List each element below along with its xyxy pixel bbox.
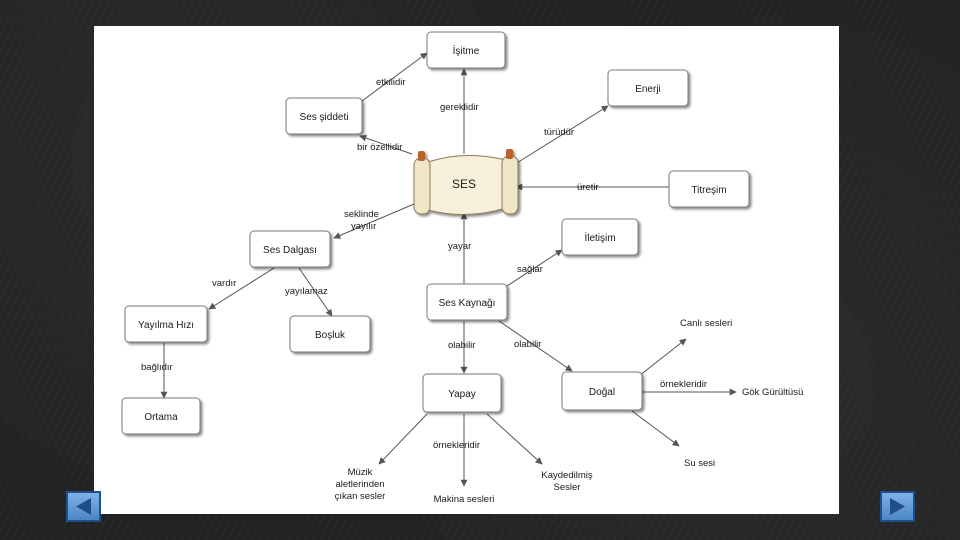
- node-isitme: İşitme: [426, 31, 506, 69]
- node-yayilma-hizi: Yayılma Hızı: [124, 305, 208, 343]
- node-ortama: Ortama: [121, 397, 201, 435]
- node-ses-dalgasi: Ses Dalgası: [249, 230, 331, 268]
- link-label-turudur: türüdür: [544, 127, 574, 138]
- previous-slide-button[interactable]: [66, 491, 101, 522]
- node-enerji: Enerji: [607, 69, 689, 107]
- node-ses-kaynagi-label: Ses Kaynağı: [439, 298, 496, 309]
- node-ses-scroll: SES: [413, 149, 519, 216]
- link-label-ornekleridir-dogal: örnekleridir: [660, 379, 707, 390]
- link-label-saglar: sağlar: [517, 264, 543, 275]
- node-yapay: Yapay: [422, 373, 502, 413]
- node-iletisim-label: İletişim: [584, 231, 615, 244]
- node-ses-siddeti-label: Ses şiddeti: [300, 112, 349, 123]
- edge-sesdalgasi-yayilmahizi: [208, 267, 275, 310]
- node-titresim-label: Titreşim: [691, 185, 726, 196]
- leaf-gok-gurultusu: Gök Gürültüsü: [742, 387, 803, 398]
- edge-seskaynagi-iletisim: [503, 249, 563, 289]
- node-yapay-label: Yapay: [448, 389, 476, 400]
- node-yayilma-hizi-label: Yayılma Hızı: [138, 320, 194, 331]
- node-enerji-label: Enerji: [635, 84, 661, 95]
- concept-map: İşitme Ses şiddeti Enerji Titreşim Ses D…: [121, 31, 803, 505]
- link-label-vardir: vardır: [212, 278, 236, 289]
- link-label-olabilir-yapay: olabilir: [448, 340, 475, 351]
- edge-dogal-canli: [638, 338, 687, 377]
- node-bosluk-label: Boşluk: [315, 330, 346, 341]
- node-titresim: Titreşim: [668, 170, 750, 208]
- edge-seskaynagi-dogal: [498, 320, 573, 372]
- link-label-yayar: yayar: [448, 241, 471, 252]
- link-label-seklinde: seklinde: [344, 209, 379, 220]
- edge-sessiddeti-isitme: [361, 52, 428, 102]
- link-label-ornekleridir-yapay: örnekleridir: [433, 440, 480, 451]
- node-ses-kaynagi: Ses Kaynağı: [426, 283, 508, 321]
- leaf-canli-sesleri: Canlı sesleri: [680, 318, 732, 329]
- edge-ses-sessiddeti: [359, 134, 413, 155]
- triangle-left-icon: [76, 498, 91, 515]
- edge-ses-enerji: [511, 105, 609, 167]
- link-label-yayilir: yayılır: [351, 221, 376, 232]
- edge-yapay-muzik: [378, 413, 428, 465]
- edge-dogal-su: [631, 410, 680, 447]
- leaf-muzik-line2: aletlerinden: [335, 479, 384, 490]
- link-label-gereklidir: gereklidir: [440, 102, 479, 113]
- next-slide-button[interactable]: [880, 491, 915, 522]
- node-dogal: Doğal: [561, 371, 643, 411]
- node-isitme-label: İşitme: [453, 44, 480, 57]
- node-ses-siddeti: Ses şiddeti: [285, 97, 363, 135]
- leaf-muzik-line3: çıkan sesler: [335, 491, 386, 502]
- link-label-baglidir: bağlıdır: [141, 362, 173, 373]
- node-iletisim: İletişim: [561, 218, 639, 256]
- edge-yapay-kaydedilmis: [486, 413, 543, 465]
- link-label-uretir: üretir: [577, 182, 599, 193]
- link-label-yayilamaz: yayılamaz: [285, 286, 328, 297]
- edge-sesdalgasi-bosluk: [298, 267, 333, 317]
- edge-ses-sesdalgasi: [333, 203, 415, 239]
- node-ses-label: SES: [452, 177, 476, 191]
- leaf-kaydedilmis-line1: Kaydedilmiş: [541, 470, 592, 481]
- link-label-bir-ozellidir: bir özellidir: [357, 142, 402, 153]
- link-label-etkilidir: etkilidir: [376, 77, 406, 88]
- edges: [160, 52, 737, 487]
- leaf-kaydedilmis-line2: Sesler: [554, 482, 581, 493]
- node-dogal-label: Doğal: [589, 387, 615, 398]
- node-bosluk: Boşluk: [289, 315, 371, 353]
- leaf-su-sesi: Su sesi: [684, 458, 715, 469]
- link-label-olabilir-dogal: olabilir: [514, 339, 541, 350]
- node-ortama-label: Ortama: [144, 412, 178, 423]
- slide-canvas: İşitme Ses şiddeti Enerji Titreşim Ses D…: [94, 26, 839, 514]
- leaf-makina-sesleri: Makina sesleri: [434, 494, 495, 505]
- leaf-muzik-line1: Müzik: [348, 467, 373, 478]
- triangle-right-icon: [890, 498, 905, 515]
- node-ses-dalgasi-label: Ses Dalgası: [263, 245, 317, 256]
